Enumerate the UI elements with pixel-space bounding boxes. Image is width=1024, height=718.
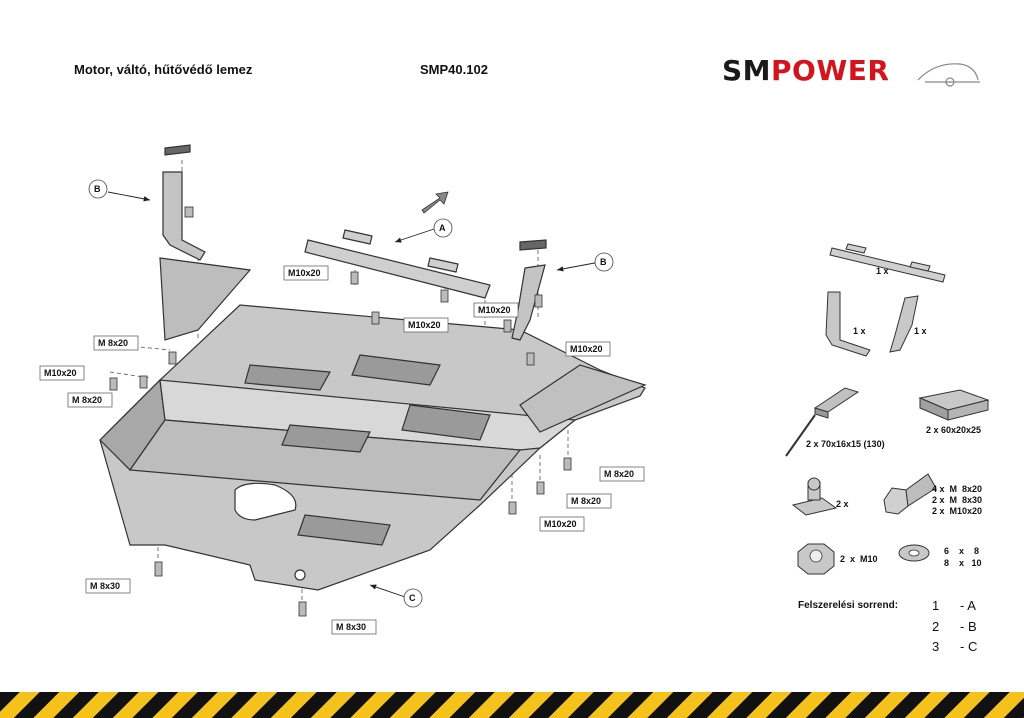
callout-b-left [88, 179, 108, 199]
bolt-label: M10x20 [288, 268, 321, 278]
qty-plate-stud: 2 x 70x16x15 (130) [806, 439, 885, 449]
product-code: SMP40.102 [420, 62, 488, 77]
qty-washer-2: 8 x 10 [944, 558, 982, 568]
brand-logo: SMPOWER [722, 54, 889, 87]
leader-arrows [107, 191, 601, 599]
order-row: 1 - A [932, 598, 976, 613]
order-num: 2 [932, 619, 940, 634]
qty-bracket-b-right: 1 x [914, 326, 927, 336]
bolt-label: M10x20 [478, 305, 511, 315]
order-letter: - A [960, 598, 976, 613]
callout-circles [88, 179, 614, 608]
callout-c [403, 588, 423, 608]
qty-clip: 2 x [836, 499, 849, 509]
part-clip-icon [791, 477, 838, 516]
skid-plate [99, 304, 646, 591]
bracket-b-left [162, 144, 206, 261]
bolt-label: M 8x30 [90, 581, 121, 591]
bolt-label: M 8x20 [72, 395, 103, 405]
logo-sm: SM [722, 54, 772, 87]
bolt-label: M 8x20 [604, 469, 635, 479]
callout-b-left-label: B [94, 184, 101, 194]
assembly-order-title: Felszerelési sorrend: [798, 600, 899, 611]
order-letter: - C [960, 639, 978, 654]
qty-bolts-1: 4 x M 8x20 [932, 484, 983, 494]
direction-arrow-icon [421, 191, 449, 214]
callout-b-right-label: B [600, 257, 607, 267]
part-block-plate [918, 389, 990, 421]
part-bracket-b-left [825, 291, 871, 357]
right-side-panel [519, 364, 647, 433]
part-bracket-a [829, 243, 946, 283]
callout-a-label: A [439, 223, 446, 233]
order-row: 2 - B [932, 619, 977, 634]
bolt-label: M10x20 [44, 368, 77, 378]
qty-bolts-2: 2 x M 8x30 [932, 495, 983, 505]
order-num: 1 [932, 598, 940, 613]
order-letter: - B [960, 619, 977, 634]
product-title: Motor, váltó, hűtővédő lemez [74, 62, 253, 77]
bracket-a [304, 229, 491, 299]
callout-c-label: C [409, 593, 416, 603]
bracket-b-right [511, 239, 547, 341]
bolt-label: M10x20 [544, 519, 577, 529]
bolt-label: M 8x30 [336, 622, 367, 632]
order-num: 3 [932, 639, 940, 654]
qty-bracket-b-left: 1 x [853, 326, 866, 336]
left-side-panel [159, 257, 252, 341]
qty-nut: 2 x M10 [840, 554, 878, 564]
logo-power: POWER [771, 54, 890, 87]
part-bracket-b-right [889, 295, 919, 353]
qty-block-plate: 2 x 60x20x25 [926, 425, 982, 435]
order-row: 3 - C [932, 639, 977, 654]
logo-car-icon [917, 63, 980, 87]
callout-a [433, 218, 453, 238]
bolt-label: M 8x20 [571, 496, 602, 506]
bolt-icons [109, 206, 572, 617]
qty-bracket-a: 1 x [876, 266, 889, 276]
part-bolt-icon [883, 473, 937, 515]
qty-bolts-3: 2 x M10x20 [932, 506, 983, 516]
qty-washer-1: 6 x 8 [944, 546, 980, 556]
bolt-label: M 8x20 [98, 338, 129, 348]
label-boxes [39, 265, 645, 635]
callout-b-right [594, 252, 614, 272]
bolt-label: M10x20 [570, 344, 603, 354]
bolt-label: M10x20 [408, 320, 441, 330]
hazard-stripe-footer [0, 692, 1024, 718]
part-plate-stud [785, 387, 860, 457]
